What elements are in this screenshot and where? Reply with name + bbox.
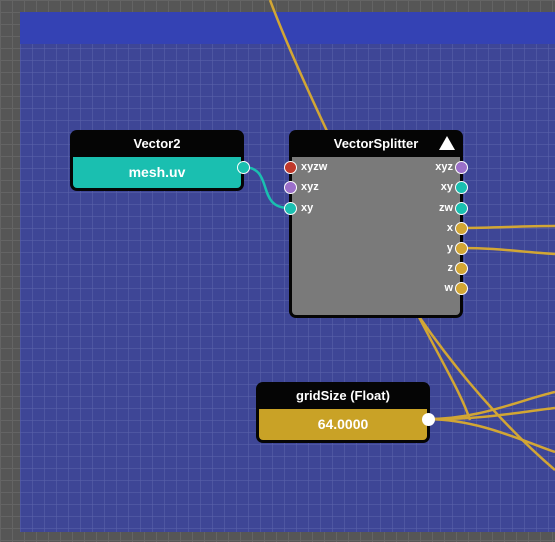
- output-label-xyz: xyz: [435, 161, 453, 173]
- input-port-xyzw-icon[interactable]: [284, 161, 297, 174]
- wire-y-out[interactable]: [460, 246, 555, 256]
- frame-header[interactable]: [20, 12, 555, 44]
- input-label-xyzw: xyzw: [301, 161, 328, 173]
- vector-splitter-node-title[interactable]: VectorSplitter: [289, 130, 463, 157]
- wire-x-out[interactable]: [460, 224, 555, 230]
- output-port-xyz-icon[interactable]: [455, 161, 468, 174]
- wire-gridsize-out-3[interactable]: [427, 417, 555, 454]
- output-label-y: y: [446, 242, 453, 254]
- vector2-value[interactable]: mesh.uv: [70, 157, 244, 191]
- gridsize-value[interactable]: 64.0000: [256, 409, 430, 443]
- vector-splitter-body: [289, 157, 463, 318]
- wire-splitter-to-bottom[interactable]: [418, 317, 555, 471]
- vector-splitter-title-text: VectorSplitter: [333, 136, 419, 151]
- output-port-z-icon[interactable]: [455, 262, 468, 275]
- output-label-x: x: [446, 222, 453, 234]
- vector2-output-port-icon[interactable]: [237, 161, 250, 174]
- output-port-w-icon[interactable]: [455, 282, 468, 295]
- output-port-x-icon[interactable]: [455, 222, 468, 235]
- vector2-node-title[interactable]: Vector2: [70, 130, 244, 157]
- output-label-w: w: [444, 282, 453, 294]
- output-label-z: z: [447, 262, 454, 274]
- wire-vector2-to-xy[interactable]: [242, 165, 290, 210]
- input-port-xy-icon[interactable]: [284, 202, 297, 215]
- input-port-xyz-icon[interactable]: [284, 181, 297, 194]
- output-port-xy-icon[interactable]: [455, 181, 468, 194]
- output-port-zw-icon[interactable]: [455, 202, 468, 215]
- output-label-xy: xy: [440, 181, 453, 193]
- input-label-xy: xy: [301, 202, 314, 214]
- vector-splitter-node[interactable]: VectorSplitter: [289, 130, 463, 318]
- input-label-xyz: xyz: [301, 181, 319, 193]
- output-label-zw: zw: [438, 202, 453, 214]
- output-port-y-icon[interactable]: [455, 242, 468, 255]
- collapse-triangle-icon[interactable]: [439, 136, 455, 150]
- vector2-node[interactable]: Vector2 mesh.uv: [70, 130, 244, 191]
- gridsize-output-port-icon[interactable]: [422, 413, 435, 426]
- gridsize-node[interactable]: gridSize (Float) 64.0000: [256, 382, 430, 443]
- gridsize-node-title[interactable]: gridSize (Float): [256, 382, 430, 409]
